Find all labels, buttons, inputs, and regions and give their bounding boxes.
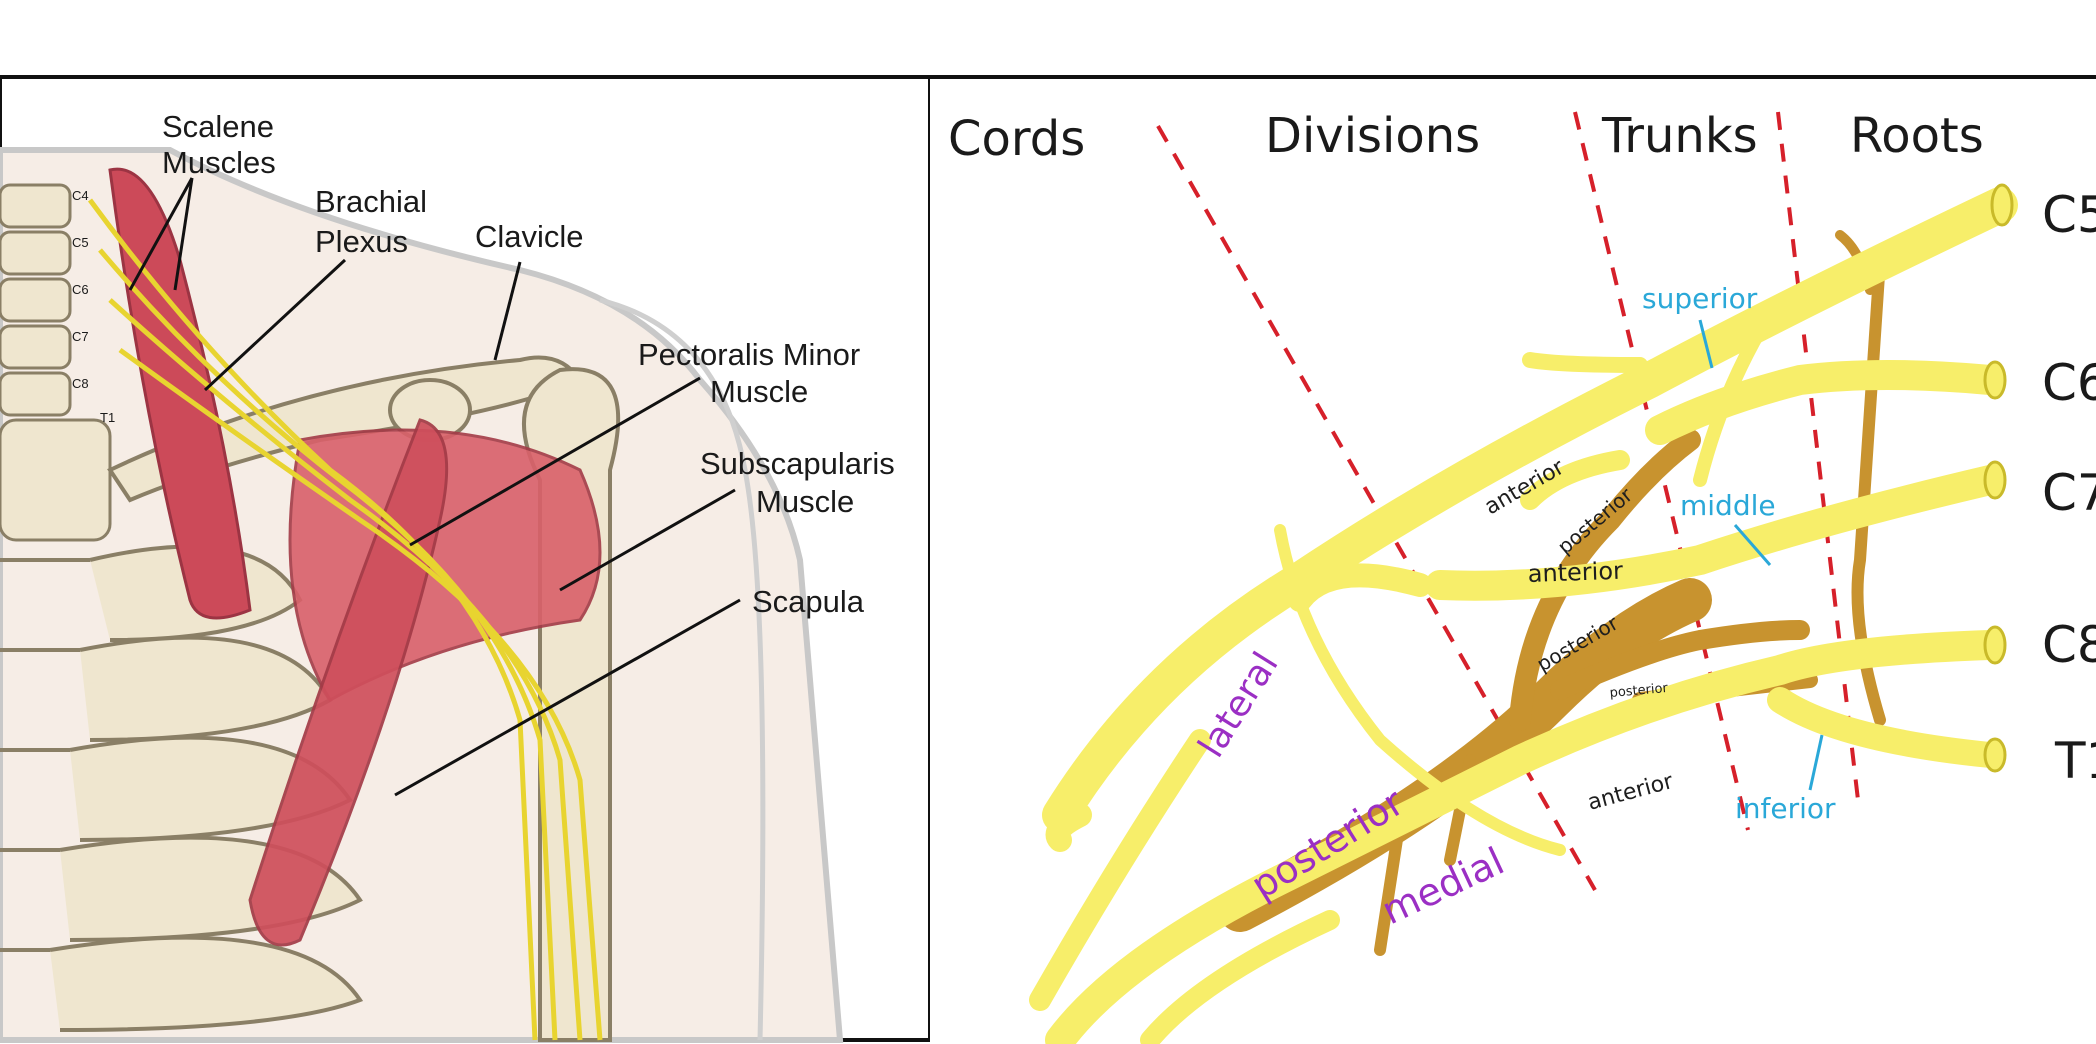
vertebra-tag: C4 (72, 188, 89, 203)
trunks-roots-divider (1776, 111, 1860, 801)
c6-root-end (1983, 360, 2007, 400)
anatomy-labels: Scalene Muscles Brachial Plexus Clavicle… (162, 109, 895, 619)
middle-trunk-label: middle (1680, 489, 1776, 522)
cords-header: Cords (948, 111, 1085, 167)
root-labels: C5 C6 C7 C8 T1 (2042, 186, 2096, 790)
superior-trunk-label: superior (1642, 282, 1758, 315)
vertebra (0, 371, 72, 417)
pectoralis-minor-muscle (248, 418, 449, 947)
t1-root (1767, 687, 2003, 768)
division-label-anterior-middle: anterior (1527, 557, 1623, 588)
scapula-label: Scapula (752, 584, 865, 619)
subscapularis-leader (559, 488, 736, 592)
c6-root (1645, 360, 2005, 445)
middle-trunk (1425, 465, 2005, 601)
rib (49, 935, 364, 1032)
c7-root-end (1983, 460, 2007, 500)
root-label-c5: C5 (2042, 186, 2096, 244)
yellow-nerves (1029, 187, 2018, 1044)
subscapularis-label-line2: Muscle (756, 484, 854, 519)
nerve (108, 298, 583, 1041)
root-label-c6: C6 (2042, 354, 2096, 412)
vertebra (0, 277, 72, 323)
clavicle-label: Clavicle (475, 219, 584, 254)
lateral-to-medial-communicator (1274, 524, 1566, 856)
vertebra-tag: C6 (72, 282, 89, 297)
clavicle-leader (493, 261, 522, 361)
pectoralis-minor-label-line2: Muscle (710, 374, 808, 409)
c8-root-end (1983, 625, 2007, 665)
plexus-schematic-panel: Cords Divisions Trunks Roots C5 C6 C7 C8… (930, 75, 2096, 1044)
scalene-label-line2: Muscles (162, 145, 276, 180)
sternal-edges (0, 558, 90, 952)
medial-branch-lower (1140, 910, 1340, 1044)
posterior-division-upper (1509, 429, 1701, 731)
brachial-plexus-label-line2: Plexus (315, 224, 408, 259)
root-label-c7: C7 (2042, 464, 2096, 522)
suprascapular-branch (1522, 352, 1648, 373)
division-label-posterior-lower: posterior (1609, 681, 1669, 701)
root-ends (1983, 183, 2014, 773)
inferior-trunk-label: inferior (1735, 792, 1836, 825)
anterior-division-middle (1288, 563, 1432, 612)
inferior-trunk-leader (1808, 734, 1824, 791)
lateral-cord-tip (1045, 803, 1092, 852)
cervical-spine (0, 183, 112, 542)
trunk-labels: superior middle inferior (1642, 282, 1836, 825)
c5-root-end (1990, 183, 2014, 227)
middle-trunk-leader (1733, 524, 1772, 566)
root-label-t1: T1 (2054, 732, 2096, 790)
t1-root-end (1983, 737, 2007, 773)
vertebra-tag: C8 (72, 376, 89, 391)
lateral-branch-lower (1029, 729, 1211, 1011)
scapula-leader (394, 598, 741, 797)
posterior-division-middle (1550, 620, 1810, 700)
pectoralis-minor-leader (409, 376, 701, 547)
vertebra (0, 324, 72, 370)
trunks-header: Trunks (1601, 108, 1758, 164)
superior-trunk-leader (1698, 319, 1714, 369)
lower-trunk-medial-cord (1045, 630, 2005, 1044)
scalene-label-line1: Scalene (162, 109, 274, 144)
brachial-plexus-leader (203, 258, 347, 392)
vertebra-tags: C4 C5 C6 C7 C8 T1 (72, 188, 115, 425)
c5-c6-communicator (1693, 323, 1767, 487)
vertebra-tag: C7 (72, 329, 89, 344)
section-headers: Cords Divisions Trunks Roots (948, 108, 1984, 167)
vertebra-tag: T1 (100, 410, 115, 425)
pectoralis-minor-label-line1: Pectoralis Minor (638, 337, 860, 372)
scalene-leader (173, 177, 194, 291)
shoulder-anatomy-panel: C4 C5 C6 C7 C8 T1 Scalene Muscles Brachi… (0, 75, 932, 1043)
leader-lines (128, 177, 741, 797)
nerve (98, 248, 558, 1041)
anterior-division-upper (1520, 450, 1630, 510)
subscapularis-label-line1: Subscapularis (700, 446, 895, 481)
vertebra-tag: C5 (72, 235, 89, 250)
root-label-c8: C8 (2042, 616, 2096, 674)
scalene-leader (128, 177, 194, 291)
brachial-plexus-label-line1: Brachial (315, 184, 427, 219)
vertebra (0, 230, 72, 276)
roots-header: Roots (1850, 108, 1984, 164)
superior-trunk-lateral-cord (1042, 187, 2018, 833)
arm-outline (599, 297, 766, 1041)
vertebra (0, 183, 72, 229)
divisions-header: Divisions (1265, 108, 1480, 164)
vertebra (0, 418, 112, 542)
